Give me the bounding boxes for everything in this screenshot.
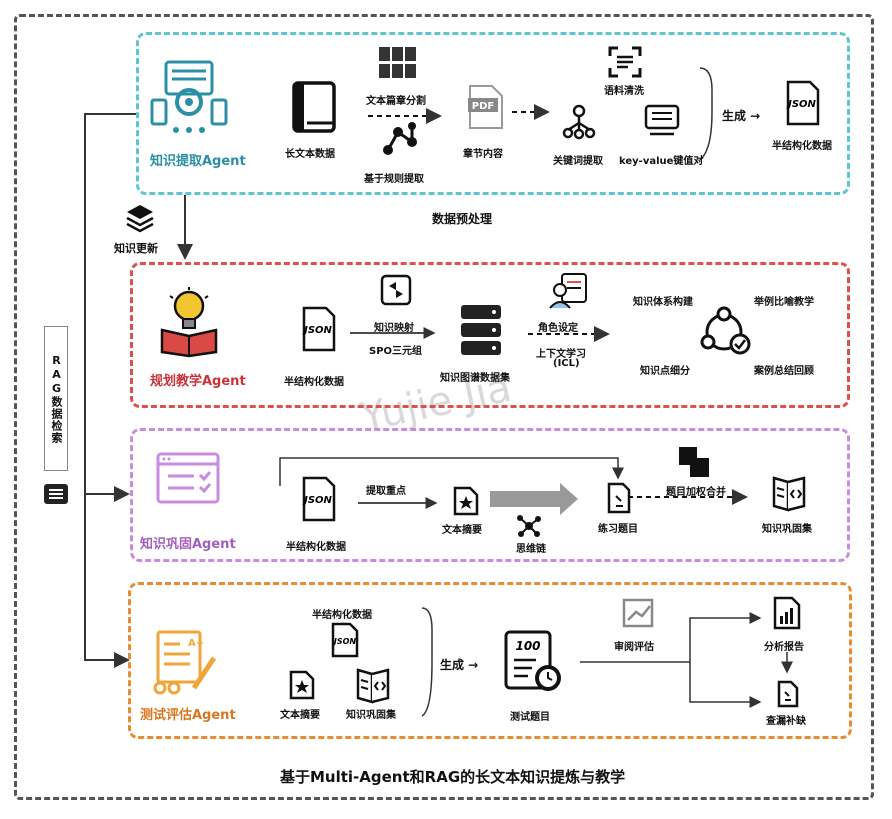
review-label: 审阅评估 [614, 642, 654, 653]
checklist-window-icon [156, 452, 220, 504]
test-questions-label: 测试题目 [510, 712, 550, 723]
pdf-text: PDF [472, 101, 494, 112]
clean-label: 语料清洗 [604, 86, 644, 97]
analogy-label: 举例比喻教学 [754, 297, 814, 308]
json-file-icon: JSON [331, 622, 359, 658]
consolidate-set-label: 知识巩固集 [762, 524, 812, 535]
review-chart-icon [622, 598, 654, 628]
test-set-label: 知识巩固集 [346, 710, 396, 721]
test-summary-label: 文本摘要 [280, 710, 320, 721]
extract-agent-icon [150, 60, 228, 133]
extract-output-label: 半结构化数据 [772, 141, 832, 152]
kv-label: key-value键值对 [619, 156, 704, 167]
grid-icon [379, 47, 416, 78]
detail-label: 知识点细分 [640, 366, 690, 377]
gap-doc-icon [777, 680, 799, 708]
split-label: 文本篇章分割 [366, 96, 426, 107]
long-text-label: 长文本数据 [285, 149, 335, 160]
extract-generate-label: 生成 → [722, 109, 761, 123]
book-icon [292, 81, 336, 133]
knowledge-update-label: 知识更新 [114, 242, 158, 255]
list-icon [44, 484, 68, 504]
rule-extract-label: 基于规则提取 [364, 174, 424, 185]
code-book-icon [356, 668, 390, 704]
preprocess-label: 数据预处理 [432, 212, 493, 226]
plan-agent-label: 规划教学Agent [150, 374, 246, 389]
code-book-icon [772, 476, 806, 512]
plan-input-label: 半结构化数据 [284, 377, 344, 388]
consolidate-input-label: 半结构化数据 [286, 542, 346, 553]
summary-label: 文本摘要 [442, 525, 482, 536]
json-file-icon: JSON [786, 80, 820, 126]
focus-label: 提取重点 [366, 486, 406, 497]
cycle-check-icon [700, 306, 751, 355]
mapping-icon [380, 274, 412, 306]
diagram-title: 基于Multi-Agent和RAG的长文本知识提炼与教学 [280, 768, 626, 786]
json-text: JSON [786, 99, 816, 110]
key-value-icon [644, 104, 680, 136]
network-icon [383, 122, 417, 155]
extract-agent-label: 知识提取Agent [150, 154, 246, 169]
exercise-label: 练习题目 [598, 524, 638, 535]
database-icon [461, 305, 501, 355]
system-label: 知识体系构建 [633, 297, 693, 308]
merge-label: 题目加权合并 [666, 487, 726, 498]
role-icon [549, 273, 587, 309]
merge-squares-icon [679, 447, 709, 477]
json-file-icon: JSON [302, 306, 336, 352]
consolidate-agent-label: 知识巩固Agent [140, 537, 236, 552]
role-label: 角色设定 [538, 323, 578, 334]
star-doc-icon [289, 670, 315, 700]
exercise-doc-icon [607, 482, 631, 514]
json-text: JSON [302, 495, 332, 506]
icl-short-label: (ICL) [553, 358, 580, 369]
review-label: 案例总结回顾 [754, 366, 814, 377]
lightbulb-book-icon [160, 287, 218, 358]
score-sheet-icon: 100 [504, 630, 561, 691]
test-agent-icon: A+ [153, 630, 217, 695]
cot-label: 思维链 [516, 544, 546, 555]
rag-retrieval-label: RAG数据检索 [44, 326, 68, 471]
chapter-label: 章节内容 [463, 149, 503, 160]
scan-text-icon [608, 46, 642, 78]
plan-panel [130, 262, 850, 408]
semi-label: 半结构化数据 [312, 610, 372, 621]
consolidate-panel [130, 428, 850, 562]
json-text: JSON [302, 325, 332, 336]
icl-label: 上下文学习 [536, 349, 586, 360]
report-icon [773, 596, 801, 630]
json-file-icon: JSON [302, 476, 336, 522]
score-text: 100 [515, 639, 540, 653]
pdf-icon: PDF [468, 85, 503, 129]
kg-label: 知识图谱数据集 [440, 373, 510, 384]
outer-frame [14, 14, 874, 800]
test-agent-label: 测试评估Agent [140, 708, 236, 723]
extract-panel [136, 32, 850, 195]
map-label: 知识映射 [374, 323, 414, 334]
spo-label: SPO三元组 [369, 346, 423, 357]
mind-map-icon [517, 515, 541, 537]
star-doc-icon [453, 486, 479, 516]
json-text: JSON [332, 637, 357, 646]
report-label: 分析报告 [764, 642, 804, 653]
keyword-tree-icon [562, 104, 596, 140]
test-generate-label: 生成 → [440, 658, 479, 672]
gap-label: 查漏补缺 [766, 716, 806, 727]
svg-text:A+: A+ [188, 638, 204, 649]
test-panel [128, 582, 852, 739]
layers-icon [126, 205, 154, 233]
keyword-label: 关键词提取 [553, 156, 603, 167]
